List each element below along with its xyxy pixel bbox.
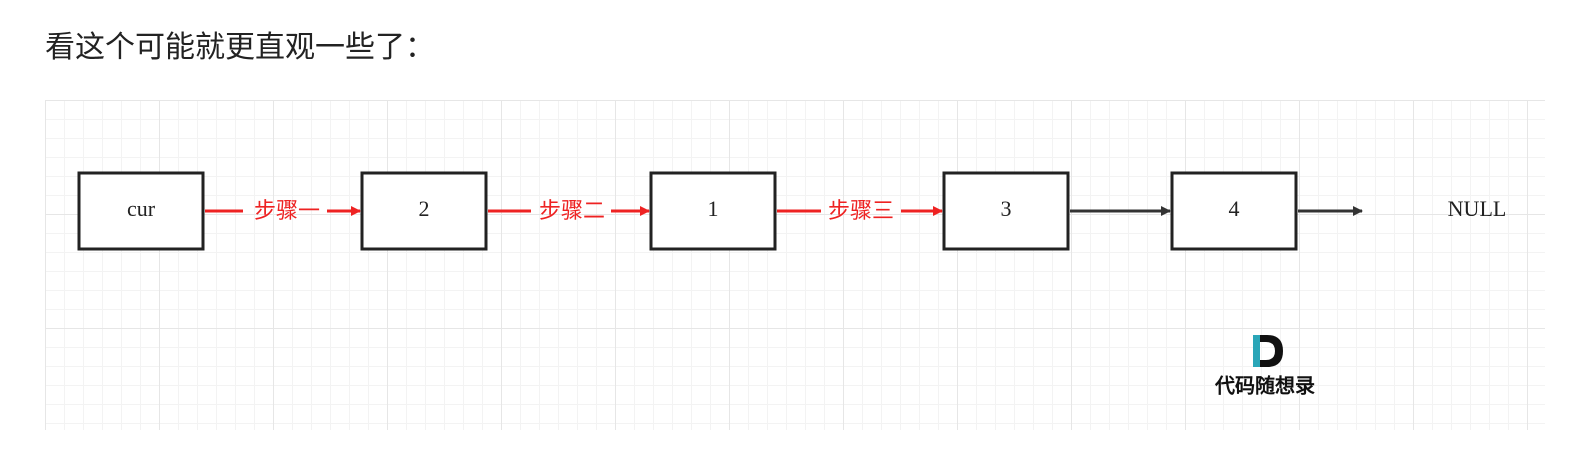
node-1: 1	[649, 171, 777, 251]
watermark-logo: 代码随想录	[1214, 335, 1315, 398]
diagram-canvas: cur 2 1 3 4 NULL 步骤一	[45, 100, 1545, 430]
heading: 看这个可能就更直观一些了：	[45, 30, 435, 65]
node-2-label: 2	[419, 196, 430, 221]
edge-step-3-label: 步骤三	[828, 199, 894, 224]
node-cur-label: cur	[127, 196, 156, 221]
edge-step-2-label: 步骤二	[539, 199, 605, 224]
edge-step-3: 步骤三	[777, 199, 943, 224]
node-3: 3	[942, 171, 1070, 251]
node-2: 2	[360, 171, 488, 251]
null-label: NULL	[1448, 196, 1507, 221]
edge-step-1: 步骤一	[205, 199, 361, 224]
node-4-label: 4	[1229, 196, 1240, 221]
edge-step-2: 步骤二	[488, 199, 650, 224]
node-3-label: 3	[1001, 196, 1012, 221]
edge-step-1-label: 步骤一	[254, 199, 320, 224]
node-4: 4	[1170, 171, 1298, 251]
linked-list-diagram: cur 2 1 3 4 NULL 步骤一	[77, 171, 1507, 398]
logo-d-icon	[1253, 335, 1283, 367]
node-1-label: 1	[708, 196, 719, 221]
watermark-text: 代码随想录	[1214, 374, 1315, 398]
node-cur: cur	[77, 171, 205, 251]
